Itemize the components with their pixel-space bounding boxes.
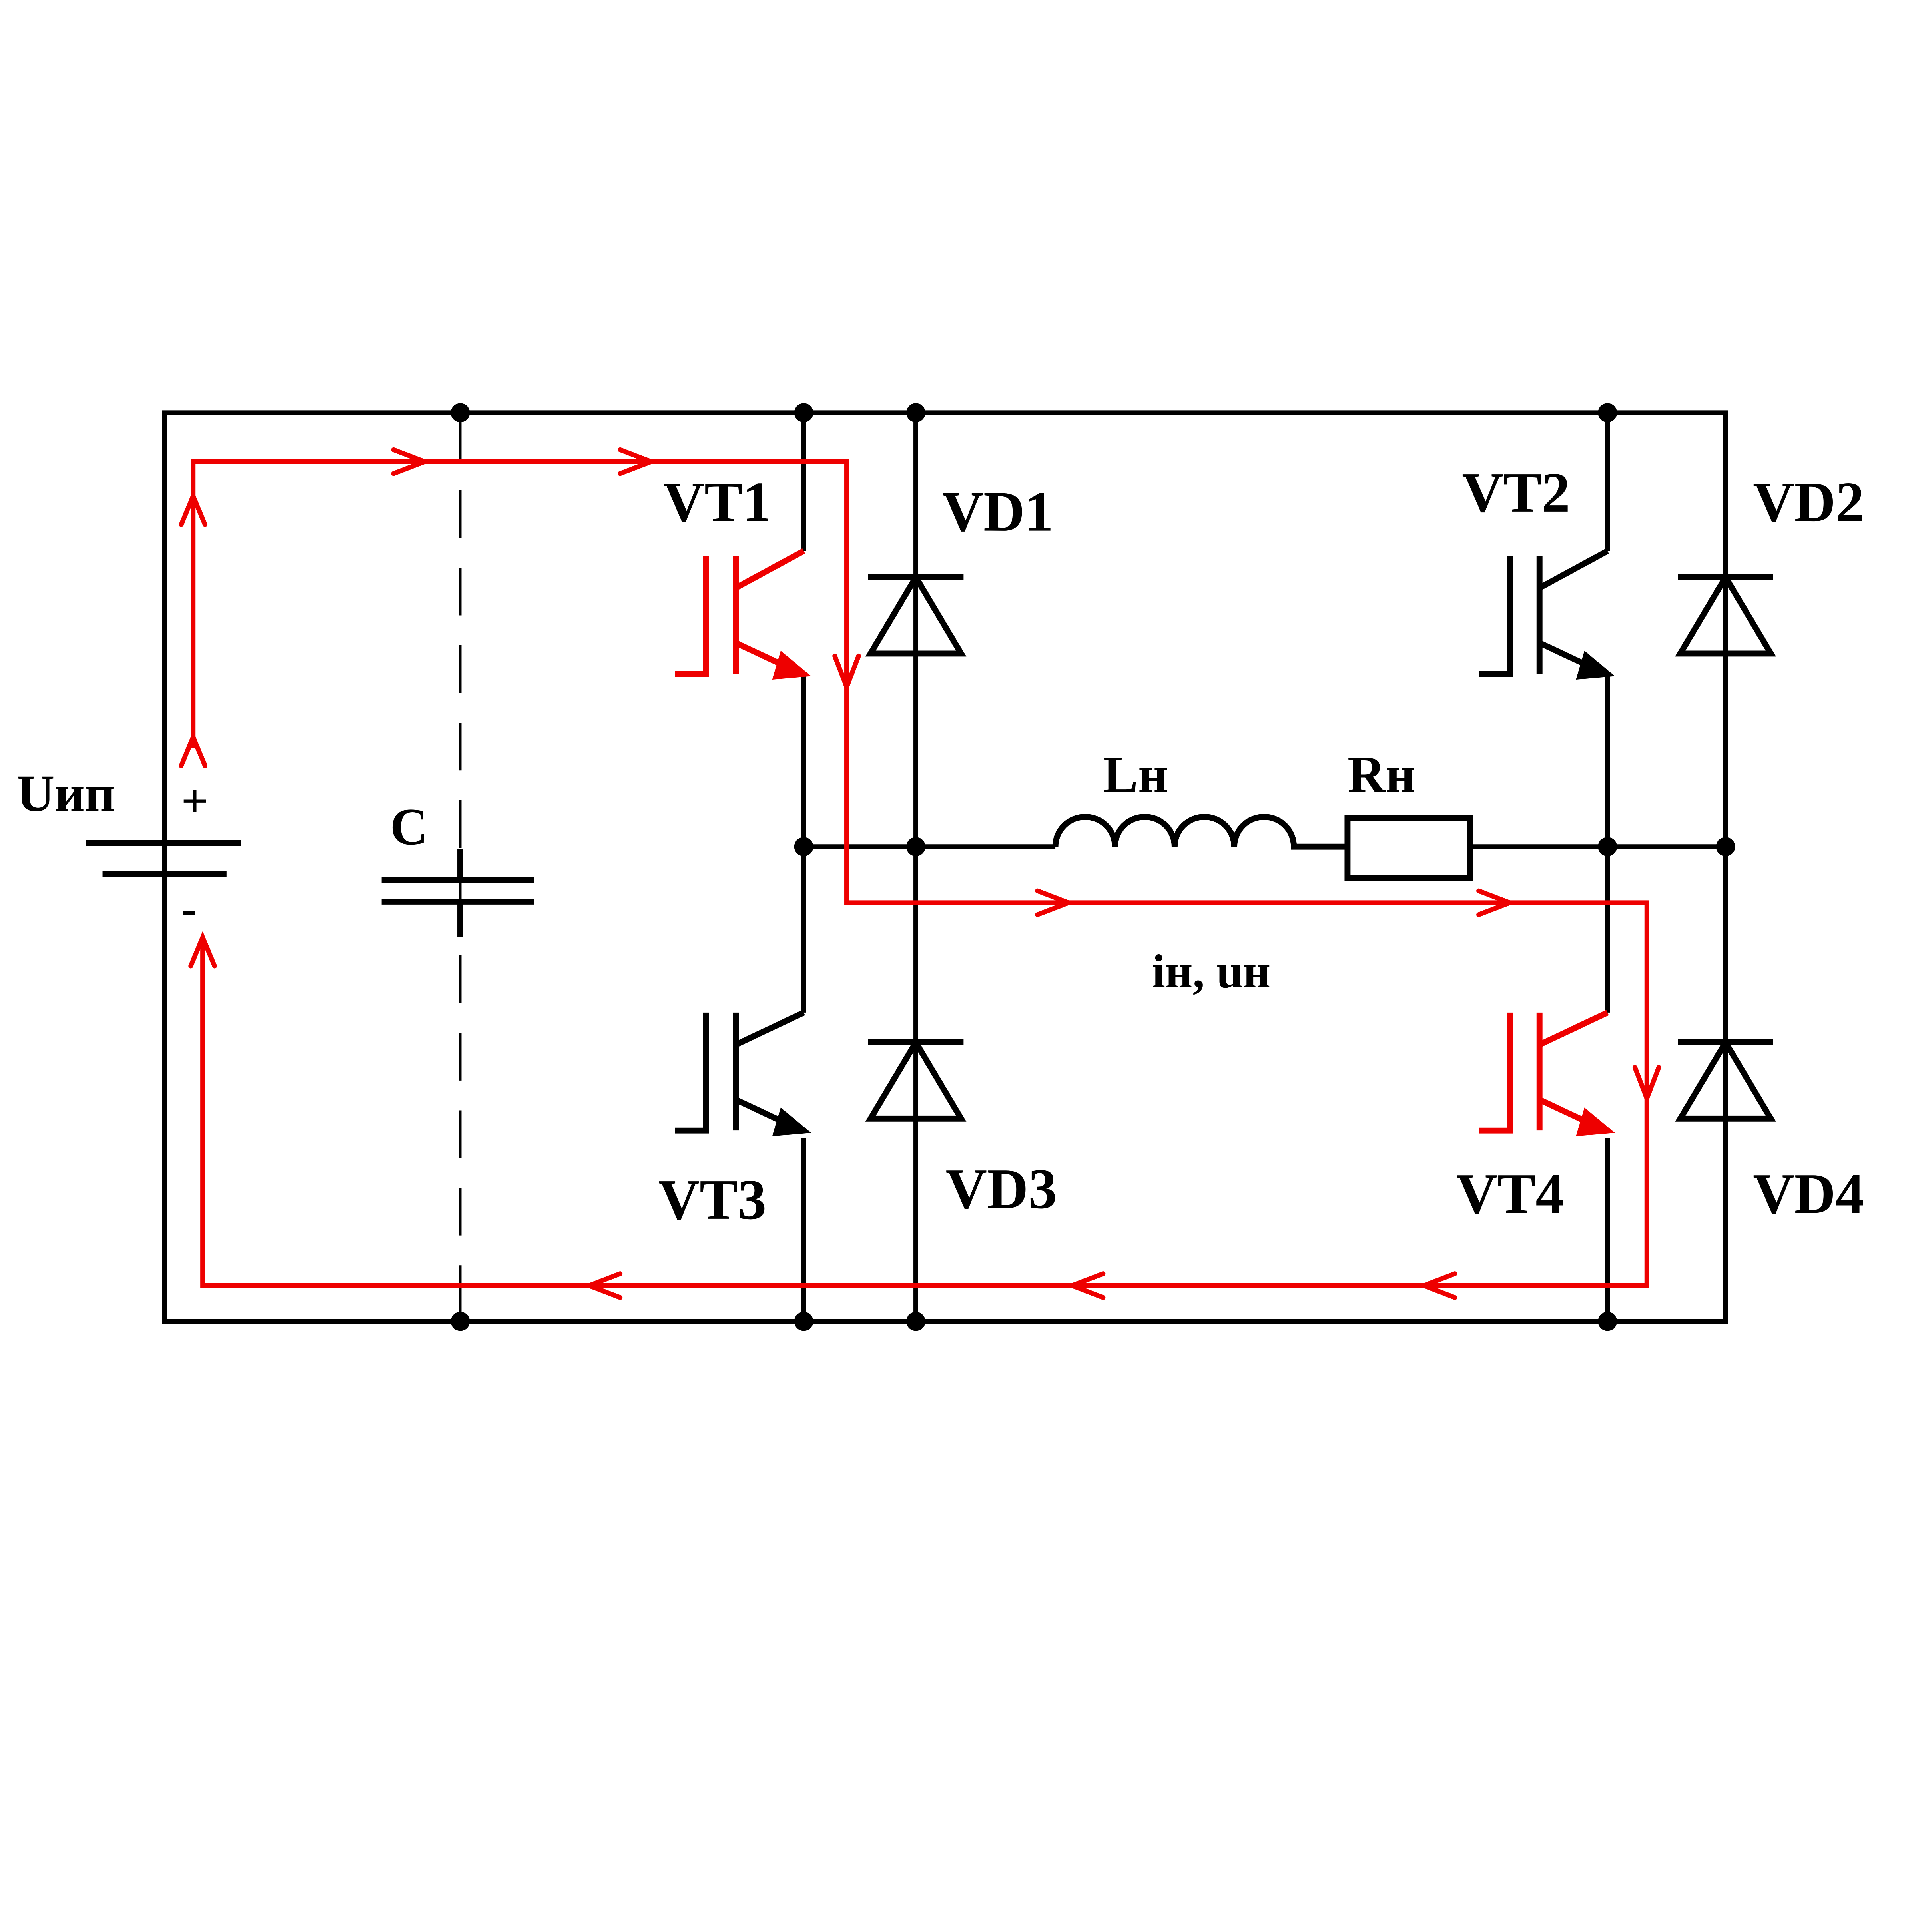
- current-direction-arrows: [179, 447, 1661, 1300]
- transistor-vt2: [1479, 548, 1615, 680]
- vd2-label: VD2: [1753, 470, 1864, 534]
- diode-vd3: [865, 1036, 967, 1122]
- current-path: [191, 459, 1649, 1288]
- inductor-symbol: [1052, 814, 1348, 850]
- transistor-vt1: [675, 548, 811, 680]
- capacitor-label: C: [390, 798, 428, 856]
- resistor-symbol: [1344, 815, 1473, 881]
- vd1-label: VD1: [942, 480, 1053, 543]
- source-label: Uип: [17, 765, 115, 823]
- diode-vd2: [1675, 571, 1776, 657]
- inductor-label: Lн: [1103, 746, 1168, 804]
- vd3-label: VD3: [946, 1157, 1057, 1220]
- plus-sign: +: [181, 775, 208, 827]
- load-quantities-label: iн, uн: [1152, 945, 1271, 998]
- vt2-label: VT2: [1462, 461, 1570, 524]
- resistor-label: Rн: [1348, 746, 1416, 804]
- diode-vd4: [1675, 1036, 1776, 1122]
- capacitor-symbol: [381, 413, 534, 1322]
- minus-sign: -: [181, 882, 197, 935]
- diode-vd1: [865, 571, 967, 657]
- vt1-label: VT1: [663, 470, 772, 534]
- dc-source-symbol: [86, 840, 241, 877]
- vt4-label: VT4: [1456, 1162, 1564, 1225]
- vt3-label: VT3: [658, 1168, 767, 1231]
- vd4-label: VD4: [1753, 1162, 1864, 1225]
- transistor-vt3: [675, 1010, 811, 1136]
- junction-dots: [451, 403, 1735, 1331]
- transistor-vt4: [1479, 1010, 1615, 1136]
